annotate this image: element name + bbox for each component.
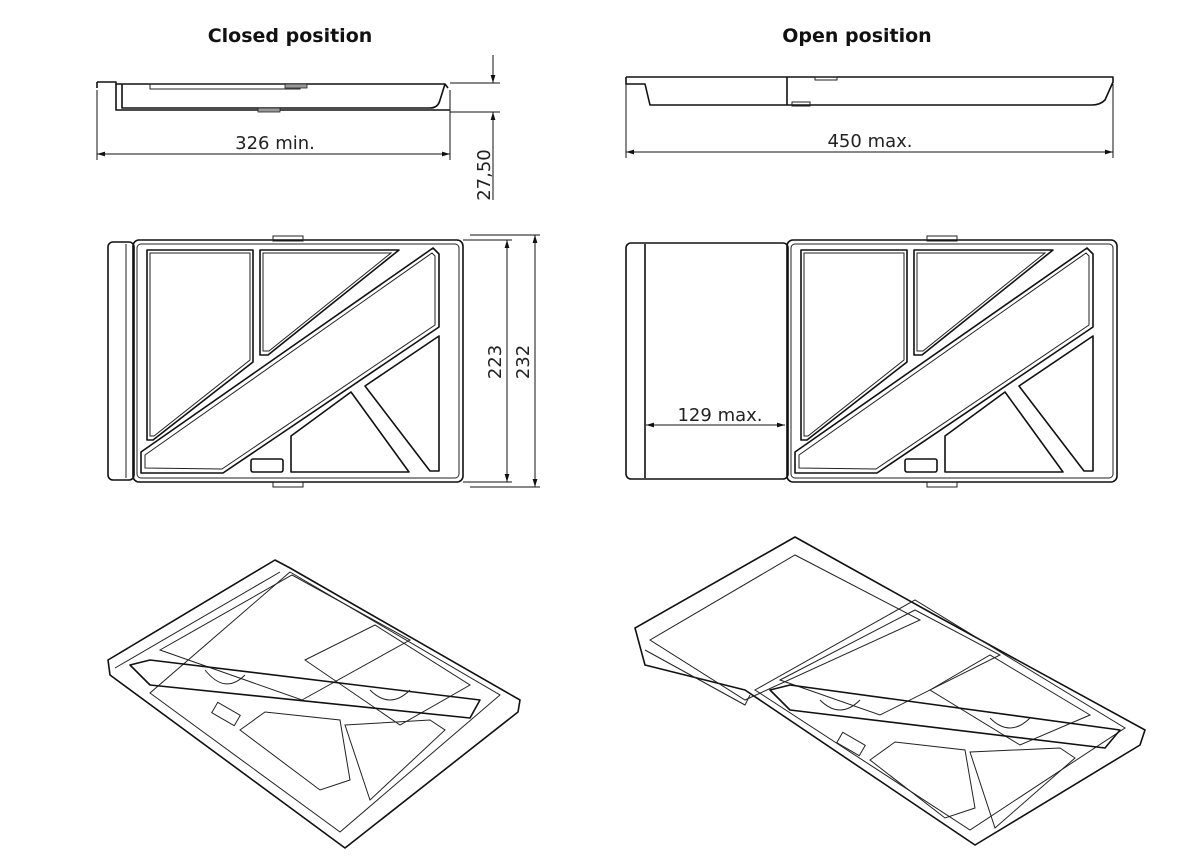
open-position-title: Open position <box>782 25 931 47</box>
height-dimension: 27,50 <box>474 149 495 201</box>
extension-dimension: 129 max. <box>677 405 762 426</box>
inner-depth-dimension: 223 <box>485 345 506 379</box>
open-length-dimension: 450 max. <box>827 131 912 152</box>
open-isometric-view <box>634 536 1146 846</box>
closed-position-title: Closed position <box>208 25 373 47</box>
outer-depth-dimension: 232 <box>513 345 534 379</box>
closed-isometric-view <box>107 559 521 849</box>
open-side-view <box>625 76 1114 158</box>
closed-length-dimension: 326 min. <box>235 133 315 154</box>
open-top-view <box>625 235 1118 488</box>
closed-top-view <box>107 234 540 488</box>
closed-side-view <box>96 55 500 200</box>
